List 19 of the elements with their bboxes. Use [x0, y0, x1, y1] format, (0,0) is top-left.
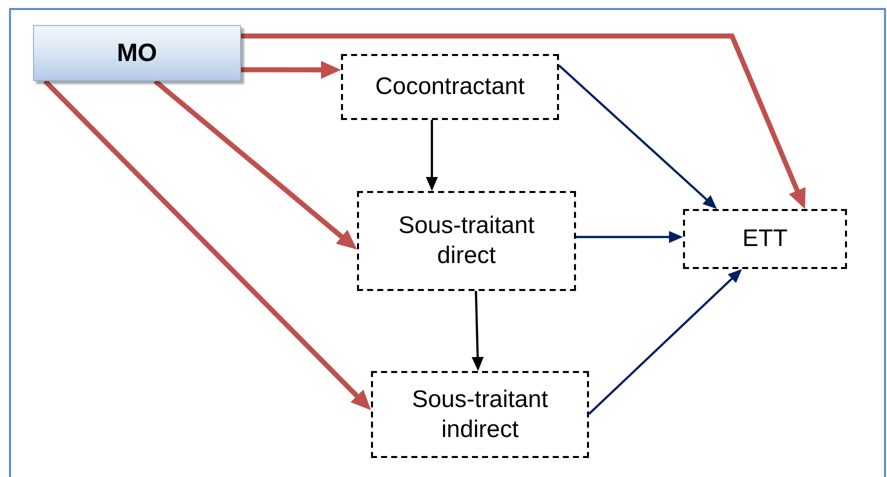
- node-label: Sous-traitant indirect: [410, 384, 550, 444]
- node-label: MO: [116, 38, 158, 68]
- arrow: [588, 269, 742, 415]
- dashed-box: [371, 371, 589, 458]
- arrow: [472, 290, 484, 371]
- arrow: [241, 33, 806, 209]
- arrow: [426, 120, 438, 191]
- node-label: Sous-traitant direct: [397, 211, 536, 271]
- arrow: [241, 60, 341, 79]
- dashed-box: [683, 209, 847, 269]
- arrow: [576, 231, 683, 244]
- arrow: [154, 79, 357, 250]
- arrow: [558, 64, 717, 209]
- node-label: Cocontractant: [375, 72, 525, 102]
- arrow: [43, 79, 371, 410]
- dashed-box: [341, 54, 559, 120]
- process-box: [33, 25, 241, 81]
- dashed-box: [357, 191, 576, 291]
- node-label: ETT: [742, 224, 788, 254]
